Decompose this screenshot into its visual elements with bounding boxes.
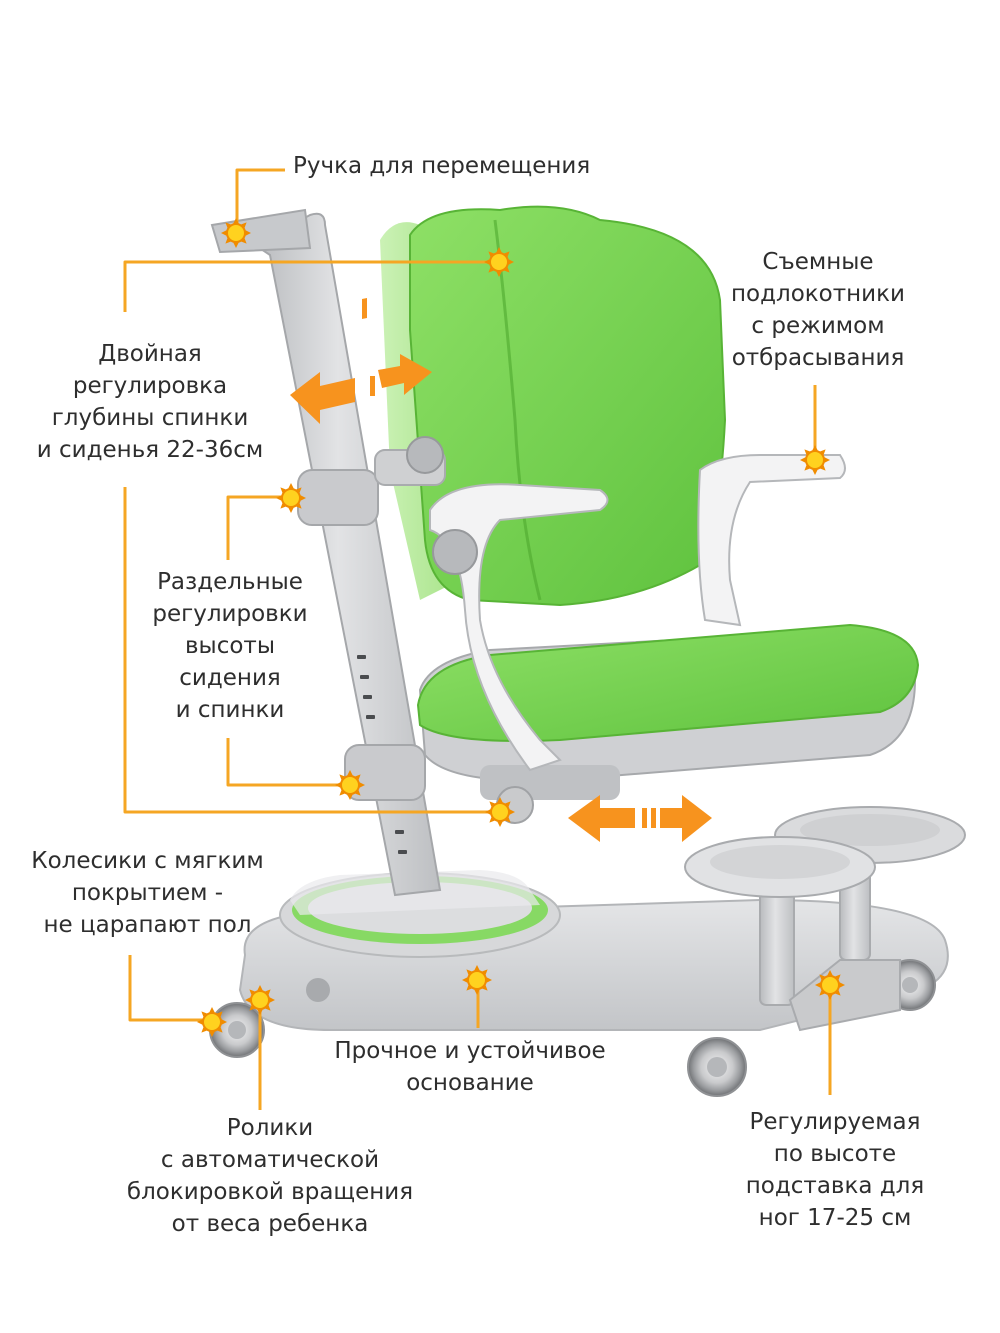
- chair-backrest: [374, 205, 727, 607]
- callout-line-handle: [235, 168, 285, 232]
- label-line: отбрасывания: [731, 345, 905, 371]
- label-armrests: Съемные подлокотники с режимом отбрасыва…: [718, 246, 918, 374]
- footrest: [684, 806, 966, 1032]
- label-line: не царапают пол: [43, 912, 252, 938]
- callout-line-wheels: [128, 955, 212, 1022]
- chair: [209, 205, 966, 1097]
- callout-line-height-bottom: [226, 738, 350, 787]
- callout-line-height-top: [226, 495, 290, 560]
- marker-height-top-icon: [275, 482, 307, 514]
- label-footrest: Регулируемая по высоте подставка для ног…: [725, 1106, 945, 1234]
- label-line: высоты: [185, 633, 275, 659]
- label-line: основание: [406, 1070, 534, 1096]
- marker-depth-top-icon: [483, 246, 515, 278]
- label-line: покрытием -: [71, 880, 224, 906]
- label-handle: Ручка для перемещения: [293, 150, 590, 182]
- label-line: Ролики: [226, 1115, 314, 1141]
- label-line: подставка для: [745, 1173, 925, 1199]
- label-line: Колесики с мягким: [31, 848, 264, 874]
- label-line: подлокотники: [731, 281, 905, 307]
- label-line: блокировкой вращения: [126, 1179, 414, 1205]
- label-line: и сиденья 22-36см: [36, 437, 264, 463]
- marker-depth-bottom-icon: [484, 796, 516, 828]
- label-line: Раздельные: [157, 569, 303, 595]
- label-line: регулировки: [152, 601, 308, 627]
- marker-base-icon: [461, 964, 493, 996]
- marker-handle-icon: [220, 217, 252, 249]
- label-line: Съемные: [762, 249, 874, 275]
- depth-arrows-upper: [290, 297, 432, 424]
- marker-armrests-icon: [799, 444, 831, 476]
- label-line: Прочное и устойчивое: [334, 1038, 606, 1064]
- label-line: от веса ребенка: [171, 1211, 369, 1237]
- label-line: по высоте: [773, 1141, 897, 1167]
- marker-casters-icon: [244, 984, 276, 1016]
- callout-line-depth-bottom: [123, 487, 499, 814]
- label-line: сидения: [179, 665, 281, 691]
- label-base: Прочное и устойчивое основание: [305, 1035, 635, 1099]
- label-line: глубины спинки: [51, 405, 249, 431]
- label-line: Регулируемая: [749, 1109, 921, 1135]
- marker-height-bottom-icon: [334, 769, 366, 801]
- label-height: Раздельные регулировки высоты сидения и …: [130, 566, 330, 726]
- label-line: Ручка для перемещения: [293, 153, 591, 179]
- marker-footrest-icon: [814, 969, 846, 1001]
- depth-arrows-lower: [568, 795, 712, 842]
- label-casters: Ролики с автоматической блокировкой вращ…: [100, 1112, 440, 1240]
- callout-line-depth-top: [123, 260, 499, 312]
- label-line: ног 17-25 см: [758, 1205, 912, 1231]
- label-line: с автоматической: [160, 1147, 380, 1173]
- chair-armrests: [406, 436, 846, 824]
- label-line: Двойная: [98, 341, 202, 367]
- label-wheels: Колесики с мягким покрытием - не царапаю…: [15, 845, 280, 941]
- label-depth: Двойная регулировка глубины спинки и сид…: [25, 338, 275, 466]
- label-line: и спинки: [175, 697, 285, 723]
- label-line: с режимом: [751, 313, 885, 339]
- label-line: регулировка: [72, 373, 228, 399]
- marker-wheels-icon: [196, 1006, 228, 1038]
